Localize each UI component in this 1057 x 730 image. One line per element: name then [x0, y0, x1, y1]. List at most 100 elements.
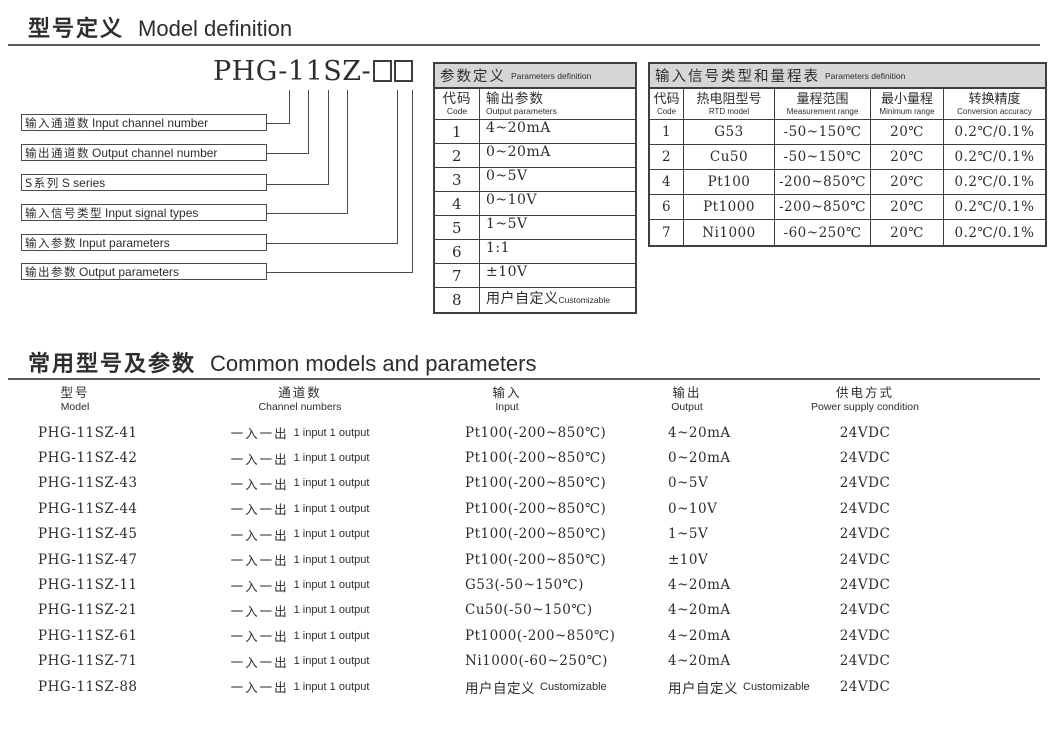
- section2-divider: [8, 378, 1040, 380]
- column-header-code: 代码 Code: [650, 89, 684, 119]
- cell-code: 3: [435, 168, 480, 191]
- cell-power-supply: 24VDC: [839, 450, 891, 467]
- table-row: 8 用户自定义 Customizable: [435, 288, 635, 312]
- connector-line: [267, 90, 413, 273]
- cell-channel-numbers: 一入一出 1 input 1 output: [230, 603, 370, 619]
- cell-model: PHG-11SZ-43: [38, 475, 138, 492]
- cell-code: 4: [435, 192, 480, 215]
- cell-power-supply: 24VDC: [839, 653, 891, 670]
- diagram-label-zh: 输入通道数: [25, 115, 90, 130]
- cell-channel-numbers: 一入一出 1 input 1 output: [230, 578, 370, 594]
- cell-channel-numbers: 一入一出 1 input 1 output: [230, 680, 370, 696]
- table-row: PHG-11SZ-45 一入一出 1 input 1 output Pt100(…: [10, 522, 960, 547]
- cell-conversion-accuracy: 0.2℃/0.1%: [954, 124, 1035, 140]
- cell-input: Cu50(-50~150℃): [465, 602, 593, 619]
- cell-power-supply: 24VDC: [839, 627, 891, 644]
- cell-minimum-range: 20℃: [871, 145, 944, 169]
- cell-output: 0~5V: [668, 475, 709, 492]
- cell-channel-numbers: 一入一出 1 input 1 output: [230, 426, 370, 442]
- diagram-label-zh: 输出通道数: [25, 145, 90, 160]
- table-row: PHG-11SZ-88 一入一出 1 input 1 output 用户自定义 …: [10, 674, 960, 699]
- cell-rtd-model: Pt100: [684, 170, 775, 194]
- connector-line: [267, 90, 329, 185]
- table-row: PHG-11SZ-47 一入一出 1 input 1 output Pt100(…: [10, 547, 960, 572]
- cell-output: 用户自定义 Customizable: [668, 680, 810, 697]
- cell-output-parameter: ±10V: [486, 264, 528, 280]
- cell-conversion-accuracy: 0.2℃/0.1%: [954, 224, 1035, 241]
- signal-table-header: 代码 Code 热电阻型号 RTD model 量程范围 Measurement…: [650, 89, 1045, 120]
- cell-output-parameter: 0~5V: [486, 168, 528, 184]
- model-number: PHG-11SZ-: [213, 56, 414, 87]
- cell-power-supply: 24VDC: [839, 678, 891, 695]
- cell-input: Pt100(-200~850℃): [465, 526, 607, 543]
- model-code-box-output-param: [394, 60, 414, 82]
- cell-minimum-range: 20℃: [871, 120, 944, 144]
- table-row: PHG-11SZ-21 一入一出 1 input 1 output Cu50(-…: [10, 598, 960, 623]
- table-row: 1 G53 -50~150℃ 20℃ 0.2℃/0.1%: [650, 120, 1045, 145]
- cell-output: 4~20mA: [668, 577, 731, 594]
- section1-title-zh: 型号定义: [28, 17, 125, 42]
- connector-line: [267, 90, 398, 244]
- cell-input: Pt100(-200~850℃): [465, 475, 607, 492]
- table-row: PHG-11SZ-41 一入一出 1 input 1 output Pt100(…: [10, 420, 960, 445]
- cell-output: 0~10V: [668, 500, 718, 517]
- cell-input: Pt1000(-200~850℃): [465, 627, 616, 644]
- cell-channel-numbers: 一入一出 1 input 1 output: [230, 629, 370, 645]
- cell-minimum-range: 20℃: [871, 195, 944, 219]
- table-row: PHG-11SZ-61 一入一出 1 input 1 output Pt1000…: [10, 623, 960, 648]
- table-row: 6 1:1: [435, 240, 635, 264]
- section2-title-zh: 常用型号及参数: [28, 352, 197, 377]
- cell-rtd-model: Pt1000: [684, 195, 775, 219]
- diagram-label-zh: 输出参数: [25, 264, 77, 279]
- diagram-label-box: 输入通道数 Input channel number: [21, 114, 267, 131]
- cell-power-supply: 24VDC: [839, 424, 891, 441]
- cell-channel-numbers: 一入一出 1 input 1 output: [230, 553, 370, 569]
- cell-output-parameter: 4~20mA: [486, 120, 551, 136]
- cell-channel-numbers: 一入一出 1 input 1 output: [230, 476, 370, 492]
- column-header-code: 代码 Code: [435, 89, 480, 119]
- cell-conversion-accuracy: 0.2℃/0.1%: [954, 174, 1035, 190]
- cell-output: ±10V: [668, 551, 709, 568]
- cell-output: 4~20mA: [668, 653, 731, 670]
- models-table-rows: PHG-11SZ-41 一入一出 1 input 1 output Pt100(…: [10, 420, 960, 699]
- diagram-label-en: S series: [61, 175, 106, 190]
- cell-model: PHG-11SZ-45: [38, 526, 138, 543]
- cell-output: 4~20mA: [668, 602, 731, 619]
- cell-model: PHG-11SZ-61: [38, 627, 138, 644]
- cell-output-parameter: 用户自定义 Customizable: [486, 291, 610, 307]
- table-row: PHG-11SZ-42 一入一出 1 input 1 output Pt100(…: [10, 445, 960, 470]
- cell-code: 2: [650, 145, 684, 169]
- cell-conversion-accuracy: 0.2℃/0.1%: [954, 149, 1035, 165]
- column-header-output-parameters: 输出参数 Output parameters: [486, 91, 557, 116]
- cell-measurement-range: -200~850℃: [775, 195, 871, 219]
- cell-measurement-range: -50~150℃: [775, 120, 871, 144]
- table-row: 7 ±10V: [435, 264, 635, 288]
- parameters-table-title-zh: 参数定义: [440, 69, 506, 85]
- cell-power-supply: 24VDC: [839, 551, 891, 568]
- cell-code: 5: [435, 216, 480, 239]
- diagram-label-en: Input signal types: [105, 205, 199, 220]
- cell-channel-numbers: 一入一出 1 input 1 output: [230, 654, 370, 670]
- column-header-model: 型号 Model: [60, 385, 90, 413]
- diagram-label-en: Output parameters: [79, 264, 180, 279]
- table-row: 6 Pt1000 -200~850℃ 20℃ 0.2℃/0.1%: [650, 195, 1045, 220]
- cell-input: Ni1000(-60~250℃): [465, 653, 608, 670]
- section1-divider: [8, 44, 1040, 46]
- column-header-rtd-model: 热电阻型号 RTD model: [684, 89, 775, 119]
- model-code-box-input-param: [373, 60, 393, 82]
- cell-power-supply: 24VDC: [839, 500, 891, 517]
- parameters-definition-table: 参数定义 Parameters definition 代码 Code 输出参数 …: [433, 62, 637, 314]
- table-row: 4 0~10V: [435, 192, 635, 216]
- cell-code: 1: [435, 120, 480, 143]
- cell-output: 0~20mA: [668, 450, 731, 467]
- diagram-label-zh: 输入信号类型: [25, 205, 103, 220]
- table-row: 3 0~5V: [435, 168, 635, 192]
- cell-channel-numbers: 一入一出 1 input 1 output: [230, 502, 370, 518]
- input-signal-range-table: 输入信号类型和量程表 Parameters definition 代码 Code…: [648, 62, 1047, 247]
- diagram-label-box: 输出参数 Output parameters: [21, 263, 267, 280]
- cell-input: Pt100(-200~850℃): [465, 551, 607, 568]
- table-row: PHG-11SZ-44 一入一出 1 input 1 output Pt100(…: [10, 496, 960, 521]
- section2-title: 常用型号及参数 Common models and parameters: [28, 346, 537, 378]
- cell-model: PHG-11SZ-21: [38, 602, 138, 619]
- parameters-table-title: 参数定义 Parameters definition: [435, 64, 635, 89]
